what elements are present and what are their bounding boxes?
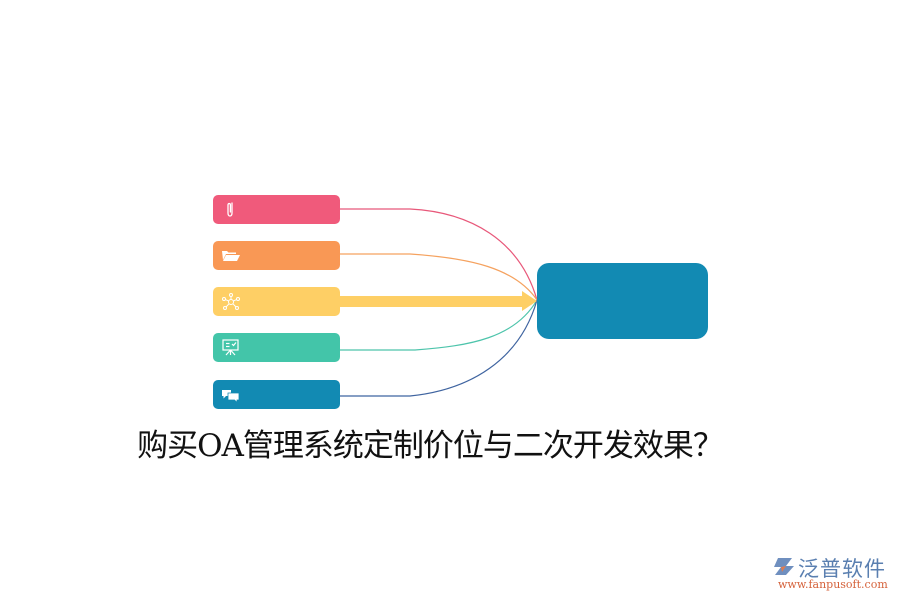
center-node[interactable] (537, 263, 708, 339)
network-hub-icon (222, 293, 240, 310)
connector-line-1 (340, 208, 538, 301)
connector-line-4 (340, 299, 538, 351)
node-5[interactable] (213, 380, 340, 409)
watermark-logo: 泛普软件 www.fanpusoft.com (770, 553, 895, 593)
paperclip-icon (227, 202, 233, 217)
watermark-brand: 泛普软件 (798, 557, 886, 581)
node-4[interactable] (213, 333, 340, 362)
connector-line-5 (340, 299, 538, 397)
node-2[interactable] (213, 241, 340, 270)
fanpu-logo-icon (774, 558, 794, 575)
folder-open-icon (222, 251, 240, 261)
node-3[interactable] (213, 287, 340, 316)
connector-arrow-3-shaft (338, 296, 524, 307)
connector-line-2 (340, 253, 538, 301)
diagram-title-text: 购买OA管理系统定制价位与二次开发效果？ (137, 428, 724, 464)
node-1[interactable] (213, 195, 340, 224)
presentation-board-icon (222, 339, 239, 356)
watermark-url: www.fanpusoft.com (778, 578, 888, 591)
connector-arrow-3-head (522, 291, 537, 311)
diagram-title: 购买OA管理系统定制价位与二次开发效果？ (0, 424, 900, 468)
chat-bubbles-icon (222, 390, 240, 404)
